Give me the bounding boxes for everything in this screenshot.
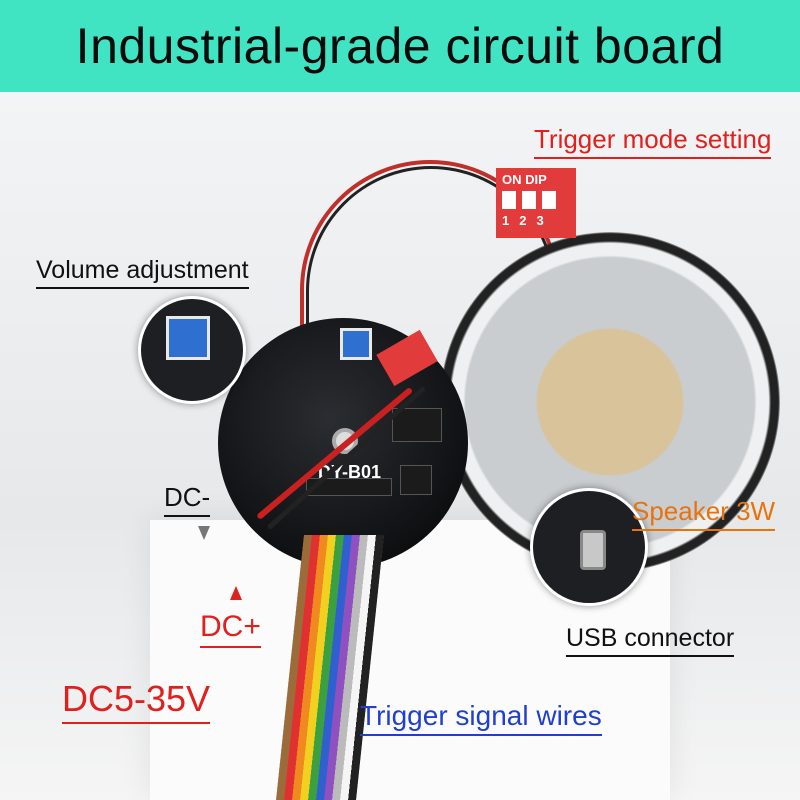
speaker-label: Speaker 3W bbox=[632, 496, 776, 531]
dip-switch-closeup: ON DIP 1 2 3 bbox=[496, 168, 576, 238]
volume-potentiometer-zoom bbox=[166, 316, 210, 360]
usb-label: USB connector bbox=[566, 624, 735, 657]
dip-number: 1 bbox=[502, 213, 510, 228]
header-banner: Industrial-grade circuit board bbox=[0, 0, 800, 92]
dc-minus-arrow bbox=[198, 526, 210, 540]
dc-minus-label: DC- bbox=[164, 482, 211, 517]
dip-number: 2 bbox=[519, 213, 527, 228]
volume-potentiometer bbox=[340, 328, 372, 360]
usb-port bbox=[580, 530, 606, 570]
volume-label: Volume adjustment bbox=[36, 256, 249, 289]
trigger-mode-label: Trigger mode setting bbox=[534, 124, 772, 159]
dc-plus-arrow bbox=[230, 586, 242, 600]
trigger-wires-label: Trigger signal wires bbox=[360, 700, 602, 736]
dc-plus-label: DC+ bbox=[200, 610, 261, 648]
voltage-label: DC5-35V bbox=[62, 678, 211, 724]
chip bbox=[392, 408, 442, 442]
dip-title: ON DIP bbox=[502, 172, 547, 187]
chip bbox=[400, 465, 432, 495]
chip bbox=[306, 478, 392, 496]
dip-number: 3 bbox=[536, 213, 544, 228]
page-title: Industrial-grade circuit board bbox=[75, 18, 725, 74]
